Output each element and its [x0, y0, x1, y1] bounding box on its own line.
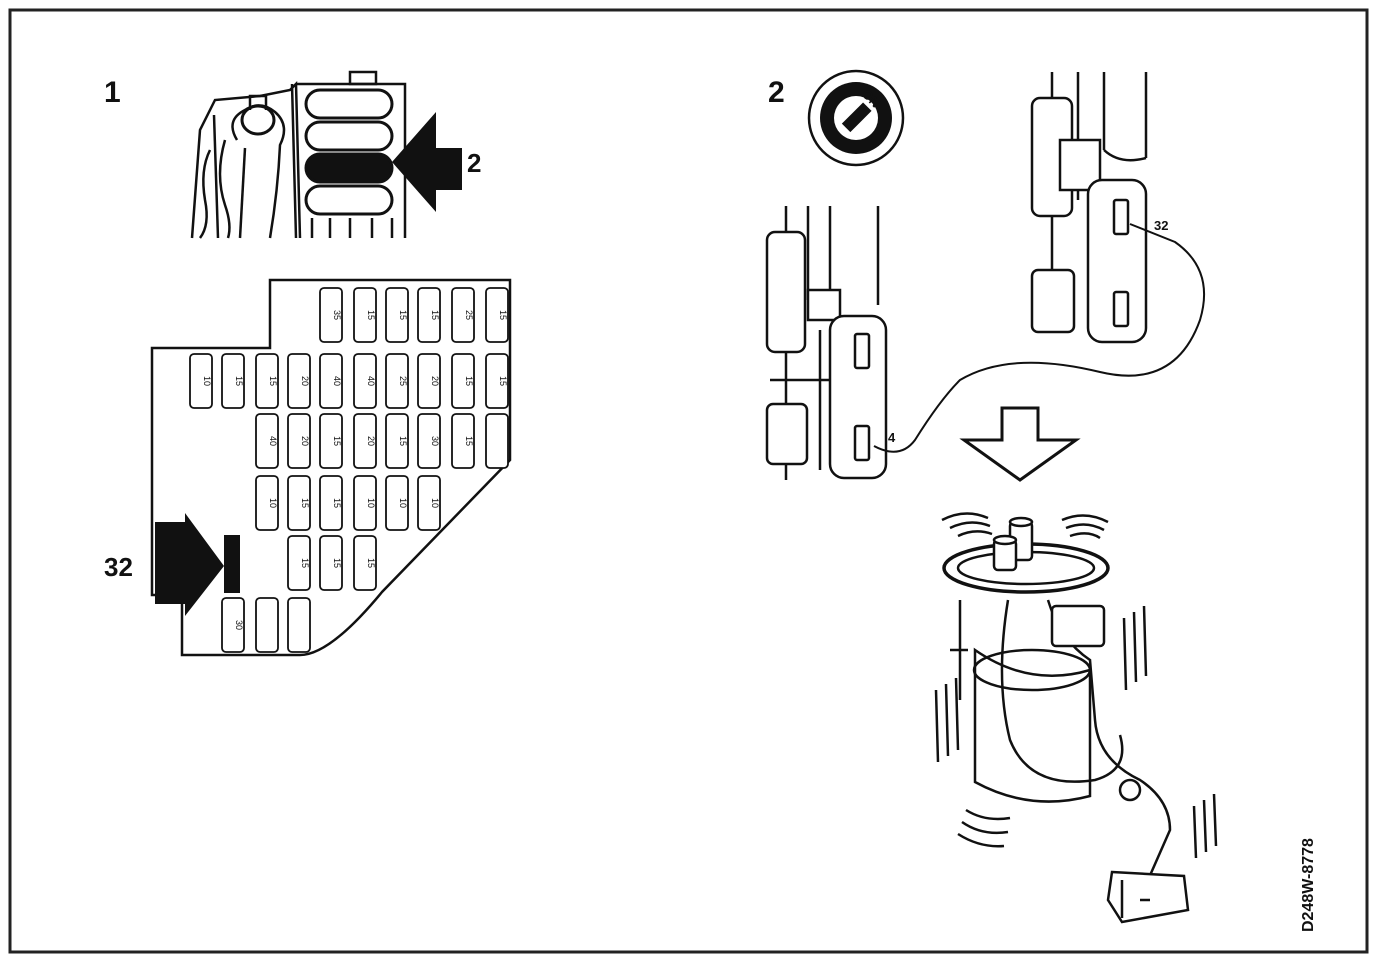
fuse-slot	[255, 597, 279, 653]
fuse-slot	[255, 353, 279, 409]
arrow-relay-label: 2	[467, 148, 481, 178]
arrow-fuse-label: 32	[104, 552, 133, 582]
arrow-down-icon	[959, 406, 1081, 482]
fuse-rating: 15	[398, 310, 408, 320]
arrow-relay-icon	[392, 112, 462, 212]
fuse-rating: 25	[398, 376, 408, 386]
fuse-slot	[385, 353, 409, 409]
fuse-slot	[319, 353, 343, 409]
fuse-rating: 25	[464, 310, 474, 320]
fuse-grid: 35 15 15 15 25 15 10 15 15 20 40 40 25 20 15 15 40 20 15 20…	[189, 287, 509, 653]
fuse-slot	[287, 597, 311, 653]
jumper-wire	[873, 223, 1206, 453]
fuse-connector-left	[765, 206, 888, 480]
fuse-slot	[385, 413, 409, 469]
fuse-slot	[287, 353, 311, 409]
fuse-slot	[353, 535, 377, 591]
fuse-slot	[353, 287, 377, 343]
fuse-rating: 10	[366, 498, 376, 508]
fuse-slot	[385, 287, 409, 343]
fuse-rating: 40	[268, 436, 278, 446]
ignition-key-icon: ON	[807, 69, 905, 167]
fuse-slot	[385, 475, 409, 531]
fuse-slot	[485, 353, 509, 409]
fuse-rating: 15	[332, 436, 342, 446]
highlighted-fuse-32	[224, 535, 240, 593]
fuse-rating: 40	[366, 376, 376, 386]
fuse-slot	[221, 597, 245, 653]
step-1-label: 1	[104, 76, 121, 109]
fuse-rating: 40	[332, 376, 342, 386]
fuse-rating: 15	[398, 436, 408, 446]
fuse-rating: 10	[398, 498, 408, 508]
fuse-slot	[287, 413, 311, 469]
fuse-slot	[319, 413, 343, 469]
fuse-slot	[417, 413, 441, 469]
fuse-slot	[255, 413, 279, 469]
fuse-rating: 35	[332, 310, 342, 320]
fuse-connector-right	[1030, 72, 1148, 344]
fuse-slot	[417, 353, 441, 409]
fuse-slot	[319, 287, 343, 343]
fuse-slot	[417, 475, 441, 531]
fuse-rating: 15	[332, 558, 342, 568]
wire-pin-4-label: 4	[888, 430, 896, 445]
fuse-rating: 10	[268, 498, 278, 508]
fuse-slot	[451, 287, 475, 343]
step-2-label: 2	[768, 76, 785, 109]
wire-pin-32-label: 32	[1154, 218, 1168, 233]
fuse-slot	[287, 535, 311, 591]
fuse-rating: 10	[202, 376, 212, 386]
fuse-rating: 15	[300, 558, 310, 568]
fuse-rating: 20	[430, 376, 440, 386]
fuse-rating: 15	[464, 376, 474, 386]
fuse-rating: 15	[430, 310, 440, 320]
fuse-rating: 15	[268, 376, 278, 386]
fuse-slot	[485, 287, 509, 343]
arrow-fuse-icon	[155, 513, 224, 616]
fuse-rating: 15	[366, 310, 376, 320]
relay-box-illustration	[190, 70, 407, 239]
fuse-rating: 20	[300, 376, 310, 386]
fuse-rating: 10	[430, 498, 440, 508]
fuse-slot	[221, 353, 245, 409]
fuse-rating: 15	[234, 376, 244, 386]
fuse-slot	[353, 475, 377, 531]
fuse-slot	[353, 413, 377, 469]
document-code: D248W-8778	[1300, 838, 1317, 932]
vibration-lines	[934, 512, 1218, 859]
fuse-rating: 15	[300, 498, 310, 508]
fuse-slot	[189, 353, 213, 409]
fuse-slot	[417, 287, 441, 343]
fuse-slot	[319, 475, 343, 531]
fuse-slot	[255, 475, 279, 531]
fuse-slot	[451, 413, 475, 469]
fuse-rating: 20	[300, 436, 310, 446]
fuse-rating: 20	[366, 436, 376, 446]
fuse-slot	[485, 413, 509, 469]
fuse-rating: 15	[464, 436, 474, 446]
fuel-pump-illustration	[942, 516, 1190, 924]
fuse-slot	[287, 475, 311, 531]
fuse-rating: 15	[498, 310, 508, 320]
fuse-slot	[451, 353, 475, 409]
fuse-slot	[319, 535, 343, 591]
fuse-rating: 15	[498, 376, 508, 386]
fuse-rating: 30	[234, 620, 244, 630]
fuse-rating: 15	[366, 558, 376, 568]
page-frame	[8, 8, 1369, 954]
fuse-rating: 15	[332, 498, 342, 508]
fuse-rating: 30	[430, 436, 440, 446]
fuse-slot	[353, 353, 377, 409]
